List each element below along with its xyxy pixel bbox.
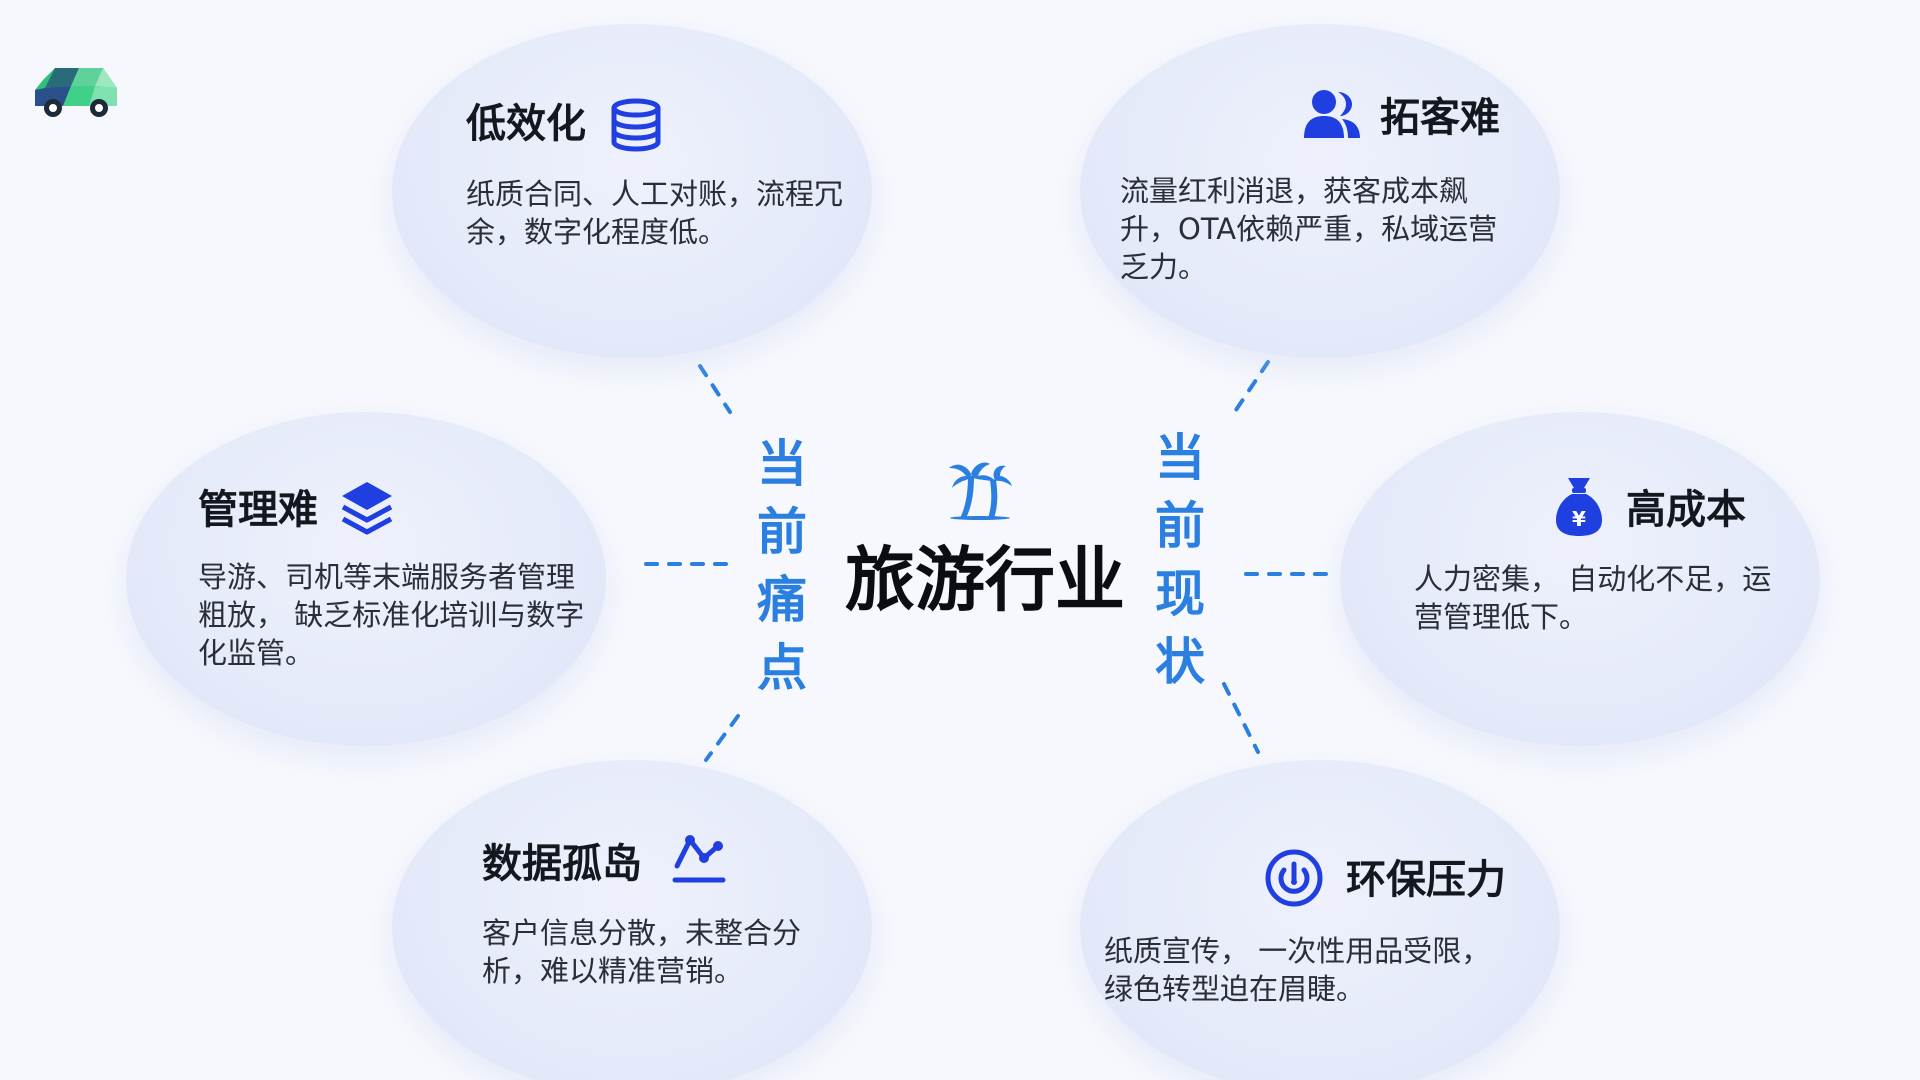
card-environment xyxy=(1080,760,1560,1080)
connector-bottom-left xyxy=(704,714,740,762)
card-management xyxy=(126,412,606,746)
svg-text:¥: ¥ xyxy=(1572,507,1586,531)
card-body-data-island: 客户信息分散，未整合分析，难以精准营销。 xyxy=(482,916,802,988)
layers-icon xyxy=(341,482,393,535)
left-vertical-label: 当前痛点 xyxy=(757,435,807,697)
connector-top-left xyxy=(698,364,732,414)
connector-bottom-right xyxy=(1222,682,1260,754)
line-chart-icon xyxy=(672,835,726,883)
database-icon xyxy=(611,98,661,152)
card-customer-acquisition xyxy=(1080,24,1560,358)
card-low-efficiency xyxy=(392,24,872,358)
connector-top-right xyxy=(1230,360,1270,418)
palm-tree-icon xyxy=(949,462,1012,520)
card-body-high-cost: 人力密集， 自动化不足，运营管理低下。 xyxy=(1414,562,1772,634)
power-gauge-icon xyxy=(1265,849,1323,907)
card-body-management: 导游、司机等末端服务者管理粗放， 缺乏标准化培训与数字化监管。 xyxy=(198,560,585,670)
card-title-high-cost: 高成本 xyxy=(1626,487,1746,533)
center-title: 旅游行业 xyxy=(845,539,1125,621)
card-data-island xyxy=(392,760,872,1080)
car-logo-icon xyxy=(35,68,117,117)
card-title-low-efficiency: 低效化 xyxy=(466,101,586,147)
right-vertical-label: 当前现状 xyxy=(1155,429,1205,691)
users-icon xyxy=(1304,90,1360,138)
card-body-low-efficiency: 纸质合同、人工对账，流程冗余，数字化程度低。 xyxy=(466,177,844,249)
card-title-data-island: 数据孤岛 xyxy=(482,841,642,887)
card-body-customer-acquisition: 流量红利消退，获客成本飙升，OTA依赖严重，私域运营乏力。 xyxy=(1120,174,1498,284)
card-title-management: 管理难 xyxy=(198,487,318,533)
card-title-environment: 环保压力 xyxy=(1346,857,1506,903)
money-bag-icon: ¥ xyxy=(1556,478,1602,536)
card-title-customer-acquisition: 拓客难 xyxy=(1380,95,1500,141)
card-high-cost xyxy=(1340,412,1820,746)
card-body-environment: 纸质宣传， 一次性用品受限， 绿色转型迫在眉睫。 xyxy=(1104,934,1491,1006)
